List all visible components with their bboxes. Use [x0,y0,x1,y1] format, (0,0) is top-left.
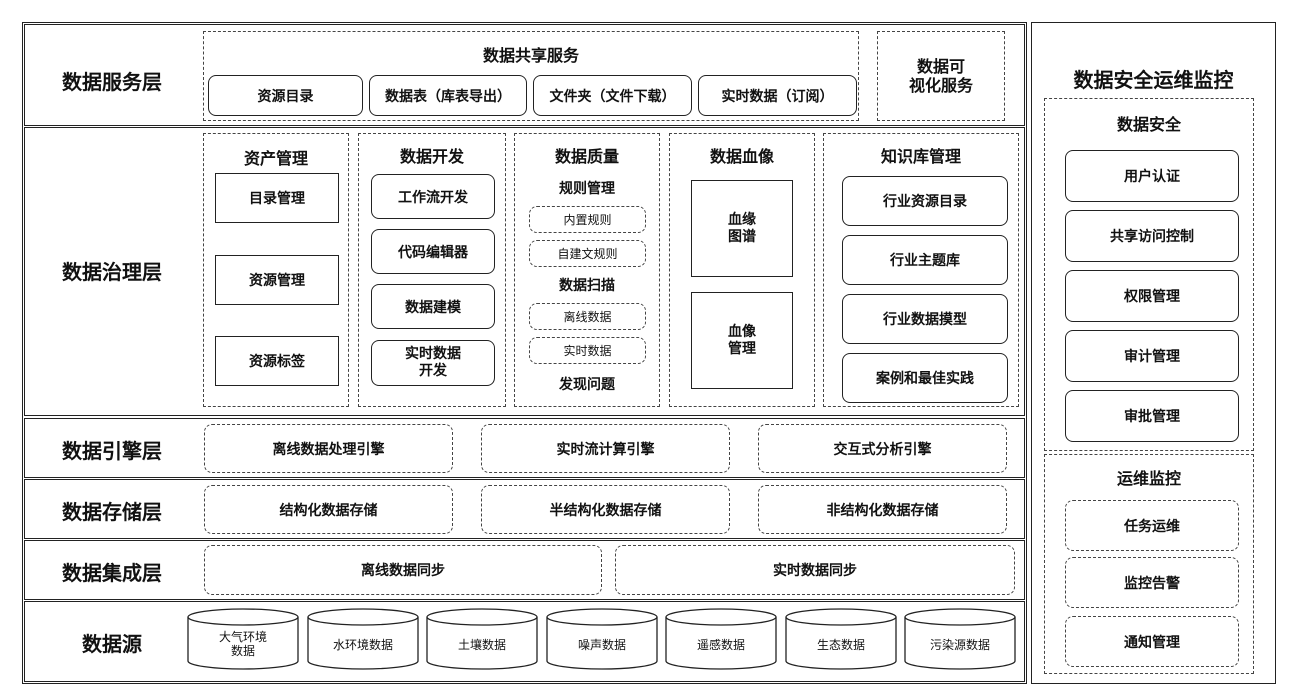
task-ops-box: 任务运维 [1065,500,1239,551]
quality-group [514,133,660,407]
resource-mgmt-box: 资源管理 [215,255,339,305]
data-security-group [1044,98,1254,451]
resource-tag-box: 资源标签 [215,336,339,386]
asset-title: 资产管理 [243,149,308,168]
rule-mgmt-label: 规则管理 [559,181,615,197]
notice-mgmt-box: 通知管理 [1065,616,1239,667]
industry-catalog-box: 行业资源目录 [842,176,1008,226]
code-editor-box: 代码编辑器 [371,229,495,274]
realtime-sync-box: 实时数据同步 [615,545,1015,595]
offline-scan-box: 离线数据 [529,303,646,330]
source-remote: 遥感数据 [696,637,745,652]
custom-rule-box: 自建文规则 [529,240,646,267]
sharing-service-title: 数据共享服务 [482,46,579,65]
folder-box: 文件夹（文件下载） [533,75,692,116]
data-modeling-box: 数据建模 [371,284,495,329]
resource-catalog-box: 资源目录 [208,75,363,116]
dev-group [358,133,506,407]
cylinder-3 [546,608,658,670]
industry-model-box: 行业数据摸型 [842,294,1008,344]
semi-structured-storage-box: 半结构化数据存储 [481,485,730,534]
audit-mgmt-box: 审计管理 [1065,330,1239,382]
catalog-mgmt-box: 目录管理 [215,173,339,223]
stream-engine-box: 实时流计算引擎 [481,424,730,473]
quality-title: 数据质量 [554,147,619,166]
source-layer-label: 数据源 [82,631,142,656]
source-layer [24,601,1025,682]
realtime-scan-box: 实时数据 [529,337,646,364]
offline-engine-box: 离线数据处理引擎 [204,424,453,473]
ops-monitor-title: 运维监控 [1116,469,1181,488]
cylinder-6 [904,608,1016,670]
security-ops-frame [1031,22,1276,684]
knowledge-title: 知识库管理 [880,147,961,166]
cylinder-2 [426,608,538,670]
offline-sync-box: 离线数据同步 [204,545,602,595]
integration-layer-label: 数据集成层 [62,560,162,585]
data-scan-label: 数据扫描 [559,278,615,294]
source-water: 水环境数据 [332,637,393,652]
data-source-cylinders [187,608,1016,670]
lineage-mgmt-box: 血像 管理 [691,292,793,389]
source-noise: 噪声数据 [577,637,626,652]
industry-theme-box: 行业主题库 [842,235,1008,285]
access-control-box: 共享访问控制 [1065,210,1239,262]
cylinder-0 [187,608,299,670]
cylinder-5 [785,608,897,670]
permission-mgmt-box: 权限管理 [1065,270,1239,322]
lineage-group [669,133,815,407]
storage-layer [24,479,1025,539]
source-air: 大气环境 数据 [218,629,267,658]
visual-service-box: 数据可 视化服务 [877,31,1005,121]
unstructured-storage-box: 非结构化数据存储 [758,485,1007,534]
source-ecology: 生态数据 [816,637,865,652]
security-ops-title: 数据安全运维监控 [1073,67,1234,92]
governance-layer-label: 数据治理层 [62,259,162,284]
builtin-rule-box: 内置规则 [529,206,646,233]
cylinder-1 [307,608,419,670]
workflow-dev-box: 工作流开发 [371,174,495,219]
storage-layer-label: 数据存储层 [62,499,162,524]
interactive-engine-box: 交互式分析引擎 [758,424,1007,473]
realtime-dev-box: 实时数据 开发 [371,340,495,386]
sharing-service-group [203,31,859,121]
approval-mgmt-box: 审批管理 [1065,390,1239,442]
engine-layer-label: 数据引擎层 [62,438,162,463]
data-security-title: 数据安全 [1116,115,1181,134]
monitor-alert-box: 监控告警 [1065,557,1239,608]
source-soil: 土壤数据 [457,637,506,652]
data-table-box: 数据表（库表导出） [369,75,527,116]
asset-group [203,133,349,407]
integration-layer [24,540,1025,600]
best-practice-box: 案例和最佳实践 [842,353,1008,403]
service-layer [24,24,1025,126]
lineage-graph-box: 血缘 图谱 [691,180,793,277]
find-issue-label: 发现问题 [559,377,615,393]
service-layer-label: 数据服务层 [62,69,162,94]
cylinder-4 [665,608,777,670]
main-frame [22,22,1027,684]
realtime-subscribe-box: 实时数据（订阅） [698,75,857,116]
knowledge-group [823,133,1019,407]
lineage-title: 数据血像 [709,147,774,166]
engine-layer [24,418,1025,478]
user-auth-box: 用户认证 [1065,150,1239,202]
ops-monitor-group [1044,454,1254,674]
source-pollution: 污染源数据 [929,637,990,652]
structured-storage-box: 结构化数据存储 [204,485,453,534]
governance-layer [24,127,1025,416]
dev-title: 数据开发 [399,147,464,166]
